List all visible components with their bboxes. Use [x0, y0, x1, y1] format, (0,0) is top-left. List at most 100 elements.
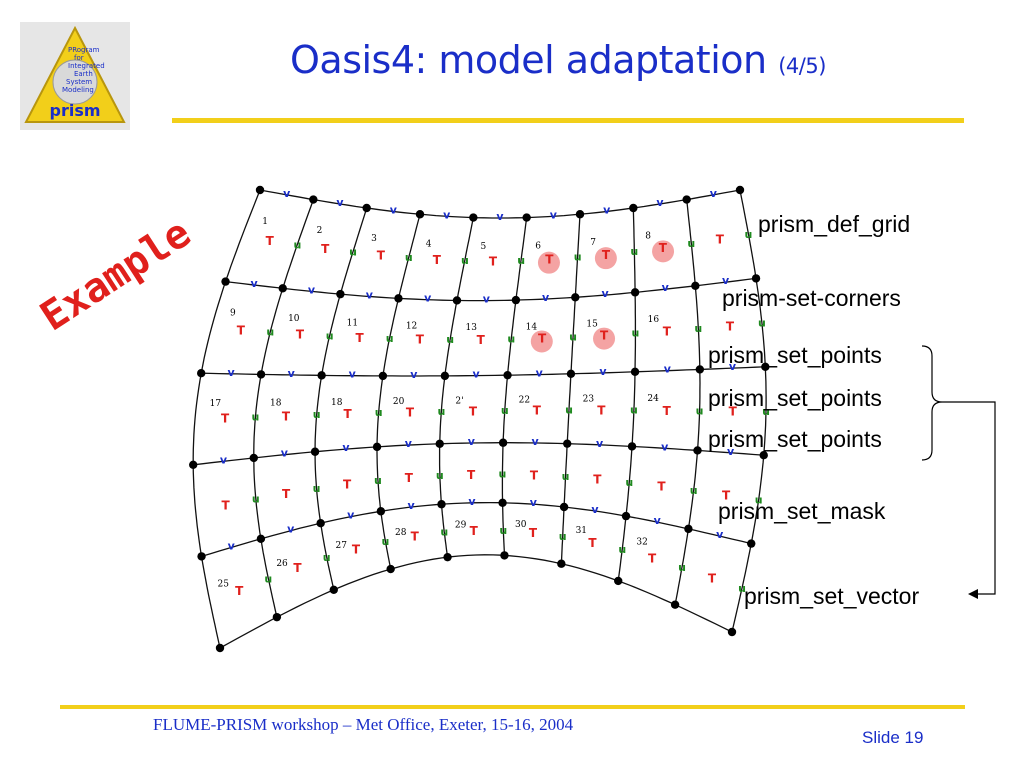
u-point-label: u: [630, 404, 638, 417]
grid-corner-node: [571, 293, 580, 302]
footer-rule: [60, 705, 965, 709]
grid-corner-node: [378, 371, 388, 381]
v-point-label: v: [283, 187, 291, 200]
fn-def-grid: prism_def_grid: [758, 211, 911, 237]
t-point-label: T: [467, 468, 476, 482]
t-point-label: T: [529, 526, 538, 540]
v-point-label: v: [424, 292, 432, 305]
t-point-label: T: [722, 489, 731, 503]
grid-corner-node: [695, 365, 705, 374]
grid-line-horizontal: [201, 501, 752, 558]
u-point-label: u: [755, 493, 763, 506]
grid-corner-node: [197, 369, 206, 378]
cell-number: 13: [465, 323, 477, 333]
u-point-label: u: [294, 238, 302, 251]
grid-corner-node: [435, 439, 444, 448]
fn-set-points-1: prism_set_points: [708, 342, 882, 368]
t-point-label: T: [296, 328, 305, 342]
grid-corner-node: [372, 442, 382, 452]
grid-line-vertical: [617, 207, 637, 581]
slide-title: Oasis4: model adaptation (4/5): [290, 38, 826, 82]
cell-number: 7: [590, 238, 596, 248]
t-point-label: T: [469, 404, 478, 418]
grid-corner-node: [376, 507, 386, 516]
t-point-label: T: [221, 412, 230, 426]
grid-line-horizontal: [193, 442, 764, 466]
grid-corner-node: [309, 195, 318, 204]
cell-number: 16: [648, 315, 660, 325]
u-point-label: u: [762, 405, 770, 418]
footer-text: FLUME-PRISM workshop – Met Office, Exete…: [153, 715, 574, 734]
fn-set-points-2: prism_set_points: [708, 385, 882, 411]
grid-corner-node: [503, 370, 512, 380]
t-point-label: T: [416, 333, 425, 347]
grid-corner-node: [498, 498, 507, 508]
u-point-label: u: [386, 332, 394, 345]
fn-set-mask: prism_set_mask: [718, 498, 886, 524]
v-point-label: v: [443, 208, 451, 221]
u-point-label: u: [569, 330, 577, 343]
cell-number: 23: [583, 395, 595, 405]
u-point-label: u: [266, 326, 274, 339]
cell-number: 3: [371, 234, 377, 244]
grid-corner-node: [452, 296, 462, 305]
logo-line: Integrated: [68, 62, 105, 70]
grid-corner-node: [747, 539, 756, 548]
u-point-label: u: [323, 551, 331, 564]
slide-number: Slide 19: [862, 728, 924, 747]
cell-number: 2: [317, 226, 323, 236]
v-point-label: v: [366, 288, 374, 301]
u-point-label: u: [696, 404, 704, 417]
grid-corner-node: [310, 447, 320, 456]
t-point-label: T: [657, 480, 666, 494]
grid-corner-node: [511, 295, 521, 305]
grid-corner-node: [629, 203, 638, 213]
grid-corner-node: [437, 500, 446, 509]
v-point-label: v: [496, 210, 504, 223]
grid-corner-node: [316, 519, 325, 528]
v-point-label: v: [220, 453, 228, 466]
cell-number: 8: [645, 232, 651, 242]
u-point-label: u: [498, 468, 506, 481]
u-point-label: u: [745, 228, 753, 241]
cell-number: 14: [526, 322, 538, 332]
grid-corner-node: [317, 371, 326, 380]
t-point-label: T: [716, 233, 725, 247]
t-point-label: T: [602, 248, 611, 262]
t-point-label: T: [343, 407, 352, 421]
v-point-label: v: [228, 539, 236, 552]
cell-number: 9: [230, 308, 236, 318]
u-point-label: u: [252, 410, 260, 423]
u-point-label: u: [625, 476, 633, 489]
grid-line-horizontal: [225, 277, 757, 302]
grid-corner-node: [329, 585, 338, 595]
fn-set-corners: prism-set-corners: [722, 285, 901, 311]
u-point-label: u: [559, 530, 567, 543]
t-point-label: T: [659, 241, 668, 255]
v-point-label: v: [349, 368, 357, 381]
u-point-label: u: [565, 404, 573, 417]
grid-corner-node: [272, 612, 282, 622]
u-point-label: u: [436, 469, 444, 482]
t-point-label: T: [648, 552, 657, 566]
t-point-label: T: [222, 499, 231, 513]
v-point-label: v: [542, 291, 550, 304]
grid-corner-node: [386, 564, 395, 574]
u-point-label: u: [499, 524, 507, 537]
u-point-label: u: [437, 405, 445, 418]
grid-line-vertical: [731, 189, 767, 633]
fn-set-points-3: prism_set_points: [708, 426, 882, 452]
logo-line: System: [66, 78, 92, 86]
u-point-label: u: [574, 251, 582, 264]
v-point-label: v: [727, 445, 735, 458]
grid-corner-node: [197, 552, 206, 561]
u-point-label: u: [446, 333, 454, 346]
u-point-label: u: [501, 404, 509, 417]
t-point-label: T: [726, 319, 735, 333]
logo-line: Earth: [74, 70, 93, 78]
grid-corner-node: [670, 600, 680, 609]
title-sub: (4/5): [778, 54, 826, 78]
v-point-label: v: [410, 368, 418, 381]
v-point-label: v: [729, 360, 737, 373]
u-point-label: u: [405, 251, 413, 264]
